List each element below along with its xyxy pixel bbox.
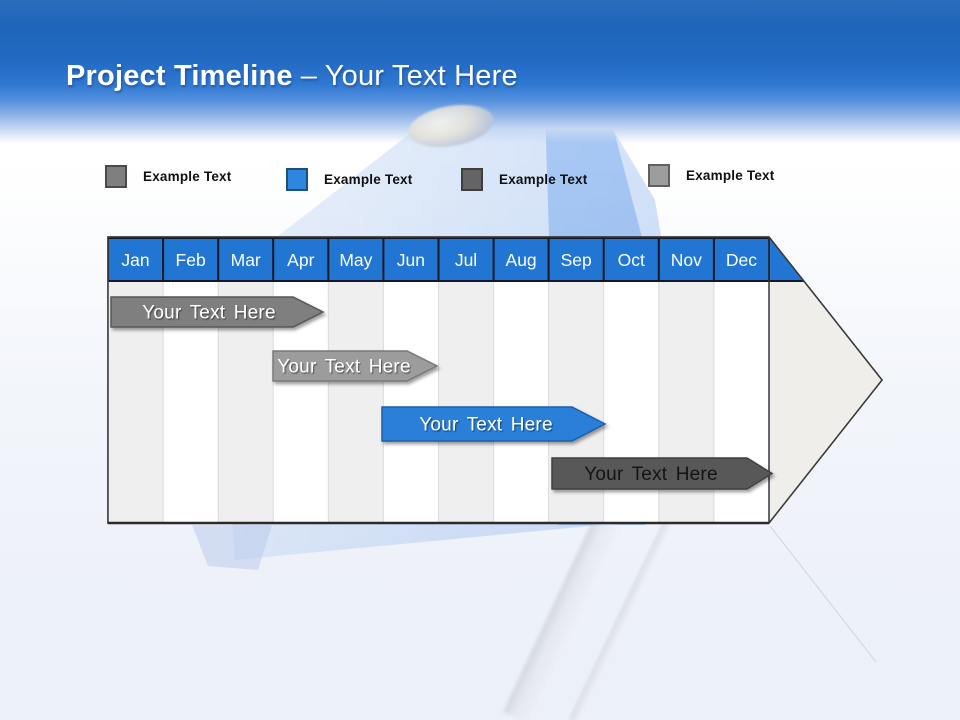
- legend-label: Example Text: [686, 168, 775, 183]
- legend-item-2[interactable]: Example Text: [286, 168, 412, 191]
- column-aug: [493, 237, 549, 523]
- month-label: May: [339, 250, 372, 270]
- month-label: Dec: [726, 250, 757, 270]
- legend-item-1[interactable]: Example Text: [105, 165, 231, 188]
- timeline-bar-2[interactable]: Your Text Here: [272, 350, 439, 382]
- arrow-reflection-line: [769, 525, 877, 663]
- bar-label-1: Your Text Here: [142, 303, 275, 324]
- bar-label-4: Your Text Here: [584, 464, 717, 485]
- month-label: Aug: [506, 250, 537, 270]
- legend-item-4[interactable]: Example Text: [648, 164, 774, 187]
- bar-shape-3[interactable]: [381, 406, 607, 442]
- bar-label-2: Your Text Here: [277, 357, 410, 378]
- bar-shape-2[interactable]: [272, 350, 439, 382]
- timeline-bar-4[interactable]: Your Text Here: [551, 457, 774, 490]
- month-label: Mar: [231, 250, 261, 270]
- month-header-band: [108, 237, 882, 281]
- month-label: Sep: [561, 250, 592, 270]
- column-jul: [438, 237, 494, 523]
- timeline-bar-1[interactable]: Your Text Here: [110, 296, 325, 328]
- legend-label: Example Text: [499, 172, 588, 187]
- bar-label-3: Your Text Here: [419, 415, 552, 436]
- legend-swatch-gray: [105, 165, 127, 188]
- legend-label: Example Text: [324, 172, 413, 187]
- month-label: Jan: [121, 250, 149, 270]
- slide-title[interactable]: Project Timeline– Your Text Here: [66, 60, 518, 93]
- month-label: Jun: [397, 250, 425, 270]
- legend-swatch-lightgray: [648, 164, 670, 187]
- arrow-outline: [107, 236, 883, 524]
- month-label: Nov: [671, 250, 702, 270]
- title-bold-text: Project Timeline: [66, 60, 293, 92]
- month-label: Oct: [618, 250, 645, 270]
- legend-item-3[interactable]: Example Text: [461, 168, 587, 191]
- legend-label: Example Text: [143, 169, 232, 184]
- title-subtitle-text: – Your Text Here: [300, 60, 518, 92]
- bar-shape-1[interactable]: [110, 296, 325, 328]
- column-feb: [163, 237, 219, 523]
- bar-shape-4[interactable]: [551, 457, 774, 490]
- column-jan: [108, 237, 164, 523]
- column-mar: [218, 237, 274, 523]
- month-label: Jul: [455, 250, 477, 270]
- timeline-bar-3[interactable]: Your Text Here: [381, 406, 607, 442]
- legend-swatch-blue: [286, 168, 308, 191]
- month-label: Feb: [176, 250, 206, 270]
- month-label: Apr: [287, 250, 314, 270]
- legend-swatch-darkgray: [461, 168, 483, 191]
